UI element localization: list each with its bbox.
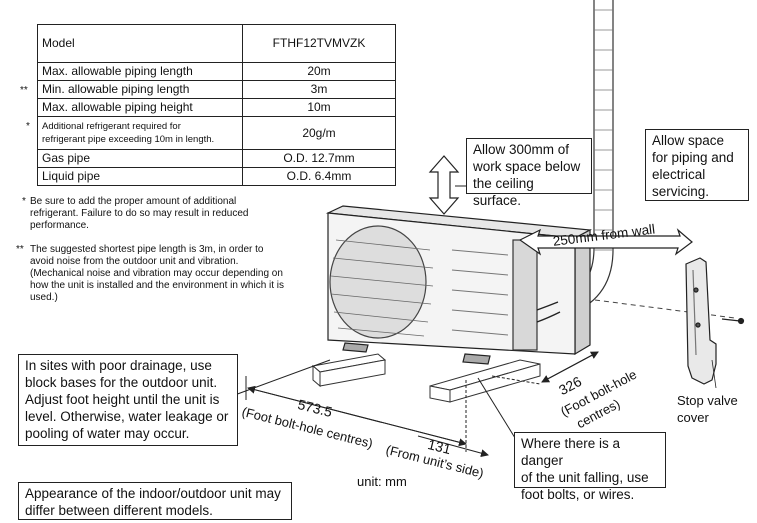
footnote-mark-double: ** [20, 85, 28, 96]
callout-ceiling: Allow 300mm of work space below the ceil… [466, 138, 592, 208]
callout-line: pooling of water may occur. [25, 426, 190, 441]
note-refrigerant: * Be sure to add the proper amount of ad… [22, 196, 320, 232]
callout-line: servicing. [652, 184, 710, 199]
row-label-line: refrigerant pipe exceeding 10m in length… [42, 134, 215, 145]
table-row: Gas pipe O.D. 12.7mm [37, 149, 396, 168]
row-value: 10m [242, 98, 396, 117]
row-label: Max. allowable piping height [37, 98, 243, 117]
note-line: avoid noise from the outdoor unit and vi… [30, 256, 239, 267]
note-line: performance. [30, 220, 89, 231]
callout-line: Adjust foot height until the unit is [25, 392, 220, 407]
note-mark: * [22, 196, 26, 207]
callout-line: differ between different models. [25, 503, 213, 518]
row-label-line: Additional refrigerant required for [42, 121, 181, 132]
piping [536, 301, 561, 323]
table-row: Model FTHF12TVMVZK [37, 24, 396, 63]
note-line: The suggested shortest pipe length is 3m… [30, 244, 264, 255]
row-label: Min. allowable piping length [37, 80, 243, 99]
callout-line: electrical [652, 167, 706, 182]
callout-line: In sites with poor drainage, use [25, 358, 212, 373]
callout-line: Allow 300mm of [473, 142, 570, 157]
row-value: 3m [242, 80, 396, 99]
row-label: Liquid pipe [37, 167, 243, 186]
callout-falling: Where there is a danger of the unit fall… [514, 432, 666, 502]
row-label: Model [37, 24, 243, 63]
table-row: Max. allowable piping length 20m [37, 62, 396, 81]
wall-clearance-arrow [518, 228, 693, 256]
spec-table: Model FTHF12TVMVZK Max. allowable piping… [37, 24, 396, 186]
table-row: Max. allowable piping height 10m [37, 98, 396, 117]
table-row: Min. allowable piping length 3m [37, 80, 396, 99]
unit-label: unit: mm [357, 474, 407, 489]
block-bases [311, 353, 541, 403]
callout-drainage: In sites with poor drainage, use block b… [18, 354, 238, 446]
callout-line: block bases for the outdoor unit. [25, 375, 218, 390]
stop-valve-cover [685, 257, 717, 385]
stop-valve-leader [711, 359, 717, 389]
row-value: 20m [242, 62, 396, 81]
row-value: 20g/m [242, 116, 396, 150]
callout-line: of the unit falling, use [521, 470, 649, 485]
callout-line: foot bolts, or wires. [521, 487, 635, 502]
stop-valve-label: cover [677, 410, 709, 425]
row-label: Additional refrigerant required for refr… [37, 116, 243, 150]
footnote-mark-single: * [26, 121, 30, 132]
note-line: refrigerant. Failure to do so may result… [30, 208, 249, 219]
row-value: O.D. 12.7mm [242, 149, 396, 168]
callout-line: Appearance of the indoor/outdoor unit ma… [25, 486, 281, 501]
callout-line: Where there is a danger [521, 436, 621, 468]
dimension-lines [245, 351, 599, 458]
wall-line [594, 299, 736, 319]
row-value: FTHF12TVMVZK [242, 24, 396, 63]
callout-piping-space: Allow space for piping and electrical se… [645, 129, 749, 201]
callout-appearance: Appearance of the indoor/outdoor unit ma… [18, 482, 292, 520]
note-line: how the unit is installed and the enviro… [30, 280, 285, 291]
callout-line: level. Otherwise, water leakage or [25, 409, 229, 424]
callout-line: Allow space [652, 133, 725, 148]
screw-icon [721, 317, 745, 325]
note-min-length: ** The suggested shortest pipe length is… [16, 244, 330, 304]
callout-leaders [231, 185, 521, 447]
outdoor-unit [325, 205, 593, 365]
note-line: Be sure to add the proper amount of addi… [30, 196, 237, 207]
table-row: Additional refrigerant required for refr… [37, 116, 396, 150]
note-line: used.) [30, 292, 58, 303]
row-label: Gas pipe [37, 149, 243, 168]
note-mark: ** [16, 244, 24, 255]
stop-valve-label: Stop valve [677, 393, 738, 408]
callout-line: work space below [473, 159, 581, 174]
row-label: Max. allowable piping length [37, 62, 243, 81]
callout-line: for piping and [652, 150, 734, 165]
callout-line: the ceiling surface. [473, 176, 534, 208]
table-row: Liquid pipe O.D. 6.4mm [37, 167, 396, 186]
ceiling-clearance-arrow [428, 155, 460, 215]
row-value: O.D. 6.4mm [242, 167, 396, 186]
note-line: (Mechanical noise and vibration may occu… [30, 268, 283, 279]
